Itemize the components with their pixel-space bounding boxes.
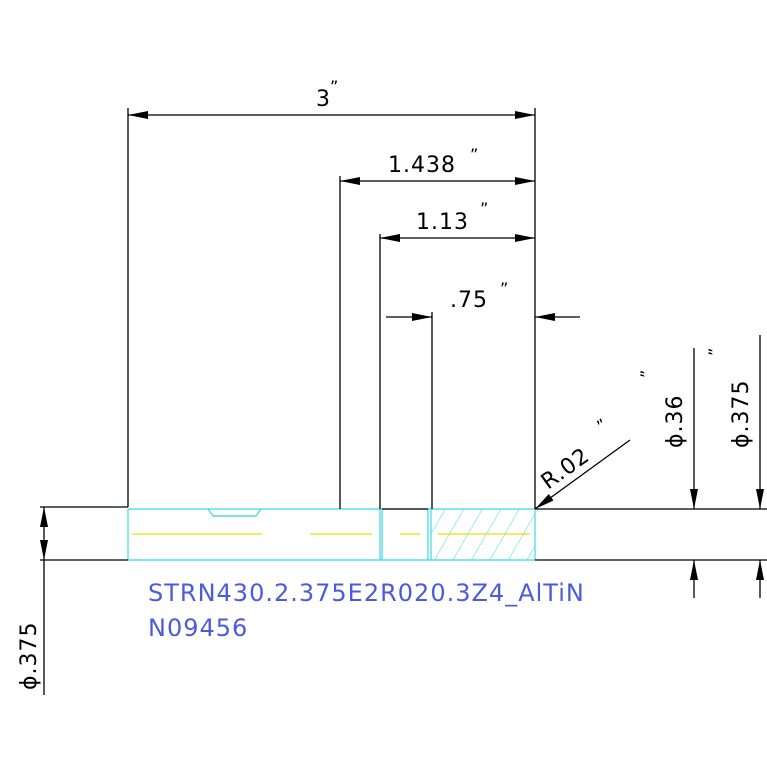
inch-mark: ”: [480, 199, 488, 218]
dimension-flute-length: .75 ”: [386, 279, 580, 321]
dimension-corner-radius: R.02 ”: [534, 415, 631, 510]
inch-mark: ”: [330, 77, 338, 96]
dimension-text: 3: [316, 87, 331, 112]
dimension-neck-diameter: ϕ.36 ”: [637, 348, 698, 598]
extension-lines: [127, 108, 536, 509]
dimension-text: 1.438: [388, 153, 456, 178]
dimension-1438: 1.438 ”: [340, 145, 535, 185]
order-number: N09456: [148, 614, 248, 642]
inch-mark: ”: [500, 279, 508, 298]
reference-lines: [40, 506, 767, 561]
inch-mark: ”: [470, 145, 478, 164]
dimension-text: ϕ.36: [663, 395, 688, 449]
dimension-shank-diameter: ϕ.375 ”: [0, 507, 48, 695]
tool-groove: [207, 508, 262, 517]
dimension-overall-length: 3 ”: [128, 77, 535, 119]
dimension-text: ϕ.375: [17, 622, 42, 691]
inch-mark: ”: [637, 370, 656, 378]
dimension-text: ϕ.375: [729, 380, 754, 449]
dimension-text: .75: [450, 288, 488, 313]
inch-mark: ”: [593, 415, 611, 435]
inch-mark: ”: [0, 596, 10, 604]
radius-leader: [534, 439, 631, 510]
dimension-cutter-diameter: ϕ.375 ”: [705, 335, 764, 598]
part-number: STRN430.2.375E2R020.3Z4_AlTiN: [148, 579, 585, 607]
dimension-113: 1.13 ”: [380, 199, 535, 242]
part-label: STRN430.2.375E2R020.3Z4_AlTiN N09456: [148, 579, 585, 642]
inch-mark: ”: [705, 348, 724, 356]
dimension-text: 1.13: [416, 210, 469, 235]
